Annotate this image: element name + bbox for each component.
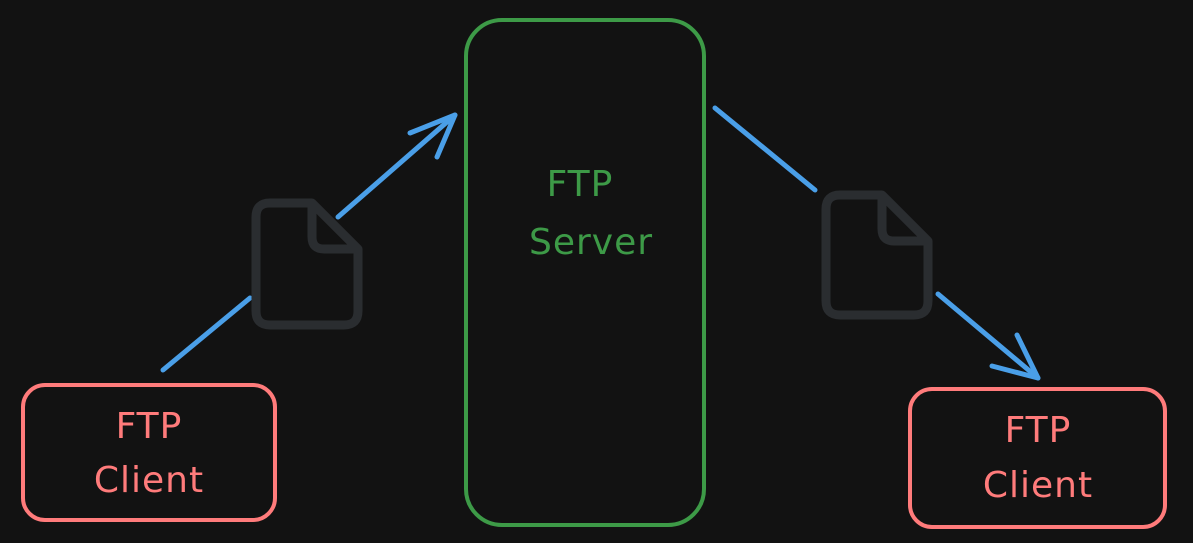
download-arrowhead	[989, 332, 1041, 381]
upload-arrow-segment-lower	[160, 295, 253, 373]
ftp-server-box	[464, 18, 706, 527]
file-icon-fold	[877, 195, 928, 246]
file-icon-outline	[821, 190, 933, 320]
upload-arrowhead	[407, 112, 458, 160]
upload-arrow	[160, 112, 458, 373]
download-arrow-segment-lower	[935, 291, 1041, 381]
file-icon	[821, 190, 933, 320]
file-icon-fold	[307, 203, 358, 254]
ftp-client-left-line1: FTP	[116, 406, 183, 447]
ftp-client-right-box	[908, 387, 1167, 529]
ftp-server-line2: Server	[529, 222, 653, 263]
ftp-client-left-line2: Client	[94, 460, 204, 501]
ftp-client-right: FTP Client	[908, 387, 1167, 529]
ftp-client-left-box	[21, 383, 277, 522]
upload-arrow-segment-upper	[335, 112, 458, 220]
ftp-server-line1: FTP	[547, 164, 614, 205]
ftp-client-right-line2: Client	[983, 465, 1093, 506]
ftp-client-left: FTP Client	[21, 383, 277, 522]
file-icon	[251, 198, 363, 330]
download-arrow	[712, 105, 1041, 381]
file-icon-outline	[251, 198, 363, 330]
ftp-server: FTP Server	[464, 18, 706, 527]
ftp-client-right-line1: FTP	[1005, 410, 1072, 451]
download-arrow-segment-upper	[712, 105, 818, 193]
